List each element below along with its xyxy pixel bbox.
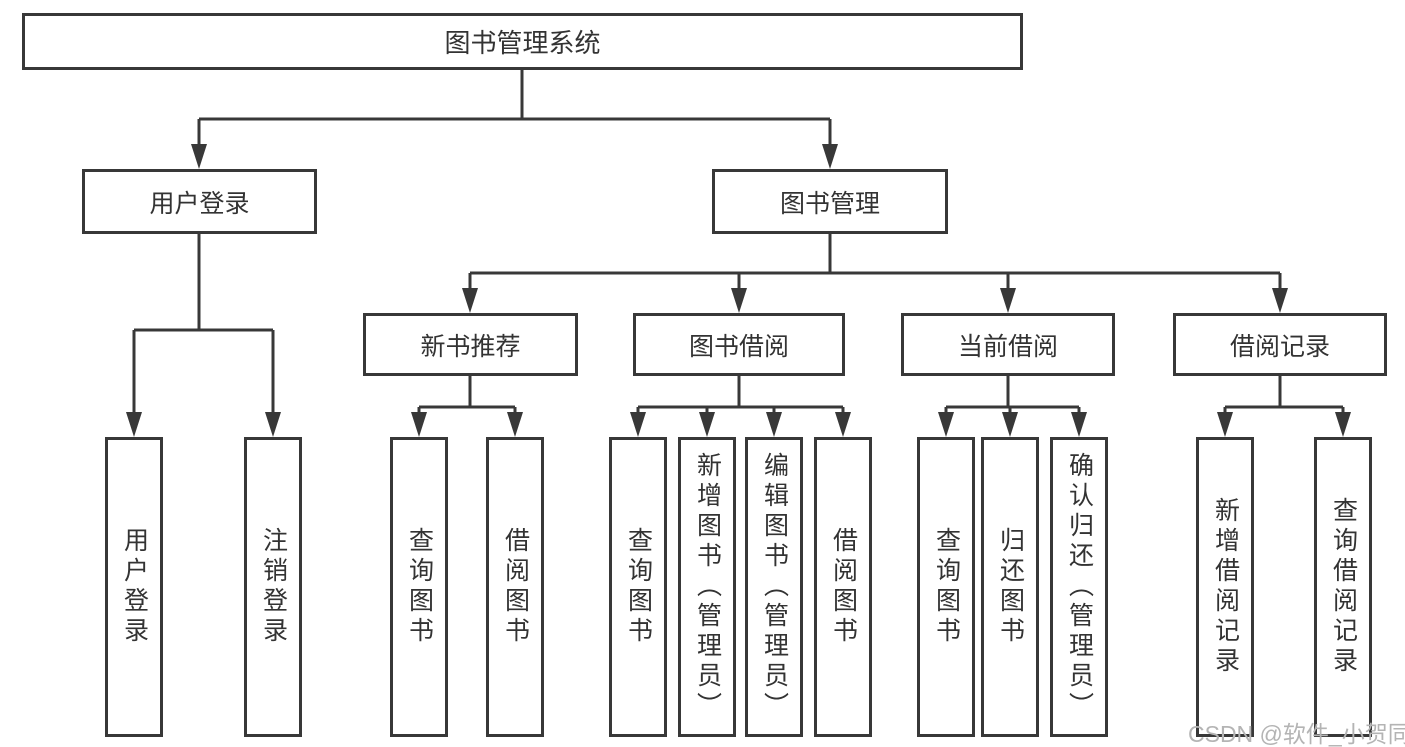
node-borrow-records-label: 借阅记录 [1229, 332, 1330, 361]
node-book-borrowing-label: 图书借阅 [688, 332, 789, 361]
leaf-confirm-return-admin-label: 确认归还（管理员） [1065, 452, 1094, 722]
leaf-edit-book-admin: 编辑图书（管理员） [745, 437, 803, 737]
leaf-query-book-recommend-label: 查询图书 [405, 527, 434, 647]
leaf-add-borrow-record: 新增借阅记录 [1196, 437, 1254, 737]
leaf-borrow-book-borrowing: 借阅图书 [814, 437, 872, 737]
node-current-borrowing-label: 当前借阅 [957, 332, 1058, 361]
node-book-management-label: 图书管理 [779, 189, 880, 218]
node-book-management: 图书管理 [712, 169, 948, 234]
node-library-system: 图书管理系统 [22, 13, 1023, 70]
leaf-add-book-admin: 新增图书（管理员） [678, 437, 736, 737]
leaf-borrow-book-borrowing-label: 借阅图书 [829, 527, 858, 647]
leaf-user-login-label: 用户登录 [120, 527, 149, 647]
leaf-edit-book-admin-label: 编辑图书（管理员） [760, 452, 789, 722]
node-user-login: 用户登录 [82, 169, 317, 234]
node-library-system-label: 图书管理系统 [444, 28, 601, 58]
node-current-borrowing: 当前借阅 [901, 313, 1115, 376]
csdn-watermark: CSDN @软件_小贺同学 [1188, 721, 1405, 747]
leaf-query-book-borrowing-label: 查询图书 [624, 527, 653, 647]
leaf-add-book-admin-label: 新增图书（管理员） [693, 452, 722, 722]
leaf-return-book: 归还图书 [981, 437, 1039, 737]
leaf-confirm-return-admin: 确认归还（管理员） [1050, 437, 1108, 737]
node-book-borrowing: 图书借阅 [633, 313, 845, 376]
node-borrow-records: 借阅记录 [1173, 313, 1387, 376]
leaf-query-book-recommend: 查询图书 [390, 437, 448, 737]
leaf-borrow-book-recommend-label: 借阅图书 [501, 527, 530, 647]
leaf-logout-label: 注销登录 [259, 527, 288, 647]
leaf-logout: 注销登录 [244, 437, 302, 737]
leaf-return-book-label: 归还图书 [996, 527, 1025, 647]
leaf-user-login: 用户登录 [105, 437, 163, 737]
leaf-query-book-current-label: 查询图书 [932, 527, 961, 647]
leaf-borrow-book-recommend: 借阅图书 [486, 437, 544, 737]
leaf-query-borrow-record: 查询借阅记录 [1314, 437, 1372, 737]
leaf-query-book-current: 查询图书 [917, 437, 975, 737]
leaf-add-borrow-record-label: 新增借阅记录 [1211, 497, 1240, 677]
leaf-query-book-borrowing: 查询图书 [609, 437, 667, 737]
node-new-book-recommend: 新书推荐 [363, 313, 578, 376]
node-user-login-label: 用户登录 [149, 189, 250, 218]
node-new-book-recommend-label: 新书推荐 [420, 332, 521, 361]
leaf-query-borrow-record-label: 查询借阅记录 [1329, 497, 1358, 677]
